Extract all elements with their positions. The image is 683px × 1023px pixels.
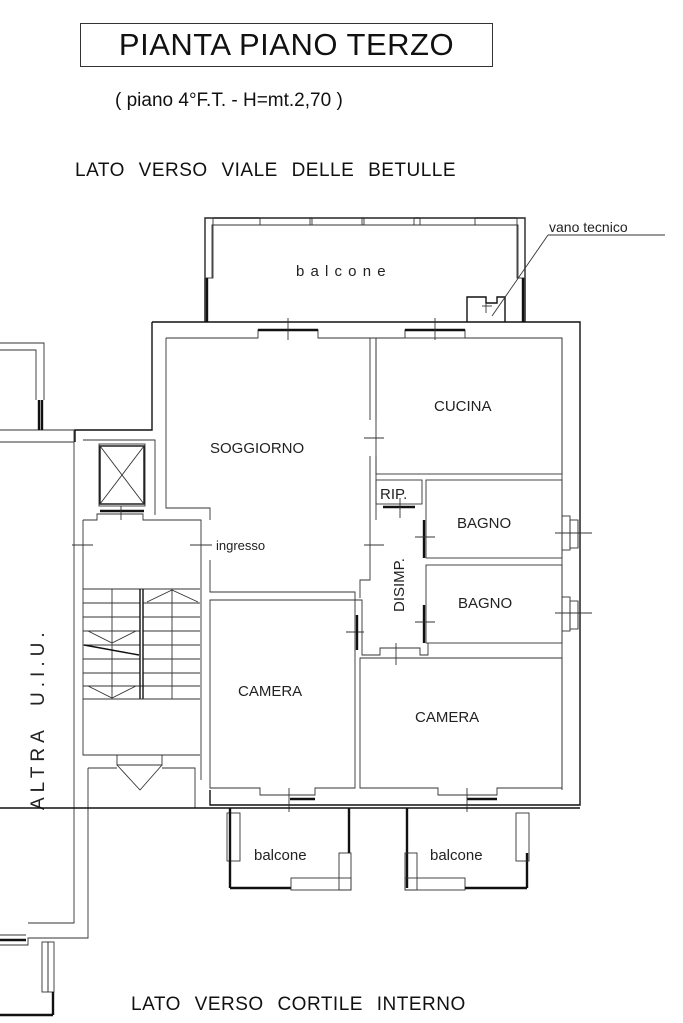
top-side-label: LATO VERSO VIALE DELLE BETULLE: [75, 160, 457, 181]
top-balcony: [204, 217, 665, 322]
label-ripostiglio: RIP.: [380, 486, 407, 503]
bottom-side-label: LATO VERSO CORTILE INTERNO: [131, 994, 466, 1015]
label-soggiorno: SOGGIORNO: [210, 440, 304, 457]
label-bagno-2: BAGNO: [458, 595, 512, 612]
label-ingresso: ingresso: [216, 538, 265, 553]
label-altra-uiu: ALTRA U.I.U.: [28, 627, 49, 810]
plan-subtitle: ( piano 4°F.T. - H=mt.2,70 ): [115, 90, 343, 111]
bottom-balconies: [0, 807, 580, 891]
label-camera-2: CAMERA: [415, 709, 479, 726]
label-balcone-bottom-right: balcone: [430, 847, 483, 864]
label-bagno-1: BAGNO: [457, 515, 511, 532]
label-vano-tecnico: vano tecnico: [549, 219, 628, 235]
plan-title: PIANTA PIANO TERZO: [80, 23, 493, 67]
stairwell: [0, 342, 212, 1017]
label-disimpegno: DISIMP.: [391, 558, 408, 612]
label-balcone-bottom-left: balcone: [254, 847, 307, 864]
label-camera-1: CAMERA: [238, 683, 302, 700]
label-balcone-top: b a l c o n e: [296, 263, 387, 280]
apartment-walls: [74, 318, 592, 812]
label-cucina: CUCINA: [434, 398, 492, 415]
